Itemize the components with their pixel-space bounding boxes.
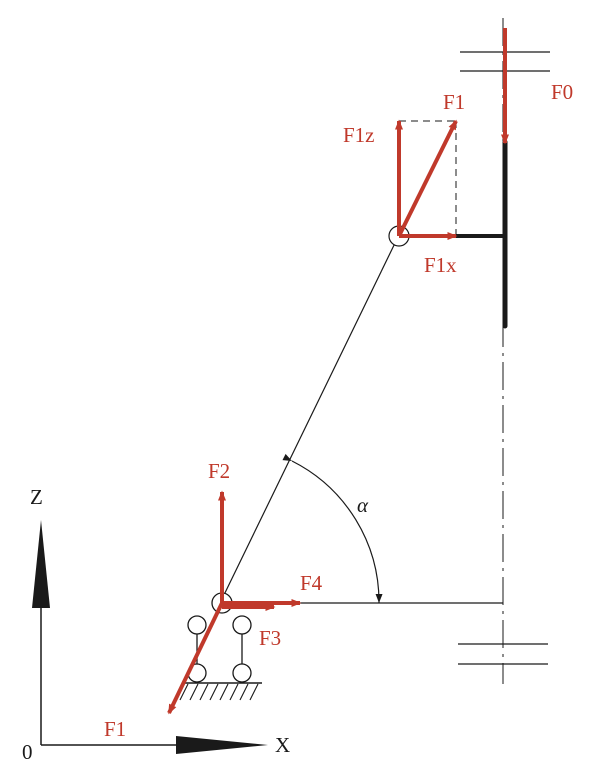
f1-top-label: F1	[443, 90, 466, 114]
f2-label: F2	[208, 459, 231, 483]
f1-components-box	[399, 120, 457, 236]
f1-bottom-label: F1	[104, 717, 127, 741]
support-assembly	[179, 592, 262, 701]
f1-top-arrow	[397, 119, 458, 237]
origin-label: 0	[22, 740, 33, 764]
x-axis-label: X	[275, 733, 291, 757]
f3-label: F3	[259, 626, 282, 650]
coordinate-axes	[32, 520, 268, 754]
angle-arc	[282, 453, 383, 604]
f1z-label: F1z	[343, 123, 375, 147]
z-axis-arrowhead	[32, 520, 50, 608]
f1-bottom-arrow	[167, 602, 224, 715]
z-axis-label: Z	[30, 485, 43, 509]
inclined-link	[221, 238, 398, 600]
alpha-angle-label: α	[357, 493, 369, 517]
bottom-break-marks	[458, 643, 548, 665]
f0-label: F0	[551, 80, 574, 104]
x-axis-arrowhead	[176, 736, 268, 754]
f4-label: F4	[300, 571, 323, 595]
f1x-label: F1x	[424, 253, 457, 277]
force-arrows	[167, 28, 509, 715]
